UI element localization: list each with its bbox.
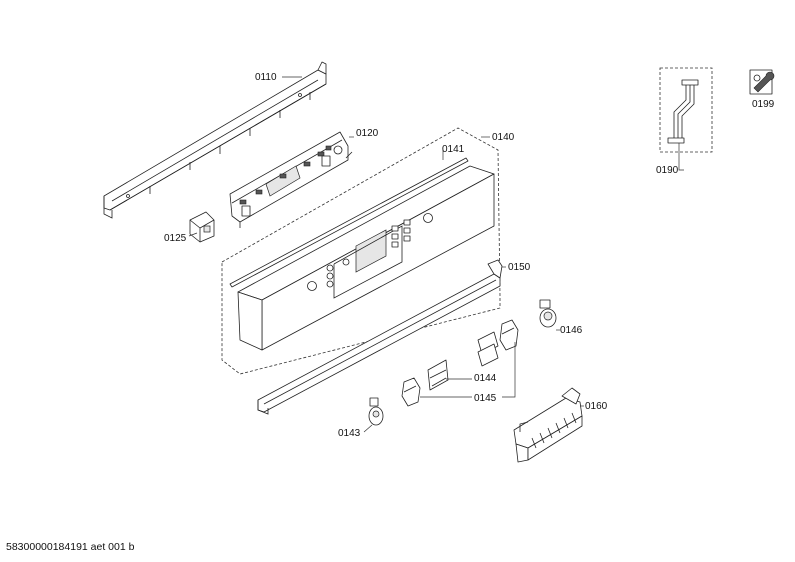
callout-0199-label: 0199	[752, 99, 775, 110]
group-0140-outline	[221, 127, 501, 375]
callout-0110-label: 0110	[255, 72, 277, 83]
callout-0190: 0190	[656, 143, 684, 176]
part-0146-knob[interactable]	[539, 299, 557, 328]
callout-0160: 0160	[580, 401, 608, 412]
callout-0145-label: 0145	[474, 393, 497, 404]
part-0160-cover[interactable]	[513, 387, 583, 463]
group-0190-outline	[659, 67, 713, 153]
callout-0110: 0110	[255, 72, 302, 83]
part-0144-buttons[interactable]	[427, 331, 499, 391]
callout-0150: 0150	[502, 262, 531, 273]
part-0145-holders[interactable]	[401, 319, 519, 407]
part-0110-rail[interactable]	[103, 61, 327, 219]
callout-0144: 0144	[446, 373, 497, 384]
callout-0141-label: 0141	[442, 144, 465, 155]
part-fascia-panel[interactable]	[237, 165, 495, 351]
callout-0146-label: 0146	[560, 325, 583, 336]
callout-0145: 0145	[420, 342, 516, 404]
callout-0190-label: 0190	[656, 165, 679, 176]
drawing-id: 58300000184191 aet 001 b	[6, 541, 135, 553]
callout-0140-label: 0140	[492, 132, 515, 143]
part-0120-electronic-module[interactable]	[229, 131, 353, 228]
callout-0120-label: 0120	[356, 128, 379, 139]
callout-0146: 0146	[556, 325, 583, 336]
callout-0150-label: 0150	[508, 262, 531, 273]
callout-0144-label: 0144	[474, 373, 497, 384]
callout-0143: 0143	[338, 424, 373, 439]
callout-0125: 0125	[164, 232, 198, 244]
wrench-icon[interactable]	[749, 69, 775, 95]
part-0141-strip[interactable]	[229, 157, 469, 288]
part-0125-holder[interactable]	[189, 211, 215, 243]
part-0150-trim[interactable]	[257, 259, 503, 415]
part-0143-small-knob[interactable]	[368, 397, 384, 426]
callout-0160-label: 0160	[585, 401, 608, 412]
callout-0120: 0120	[349, 128, 379, 139]
callout-0143-label: 0143	[338, 428, 361, 439]
callout-0140: 0140	[481, 132, 515, 143]
callout-0125-label: 0125	[164, 233, 187, 244]
callout-0141: 0141	[442, 144, 465, 160]
part-0190-cable-harness[interactable]	[667, 79, 699, 144]
